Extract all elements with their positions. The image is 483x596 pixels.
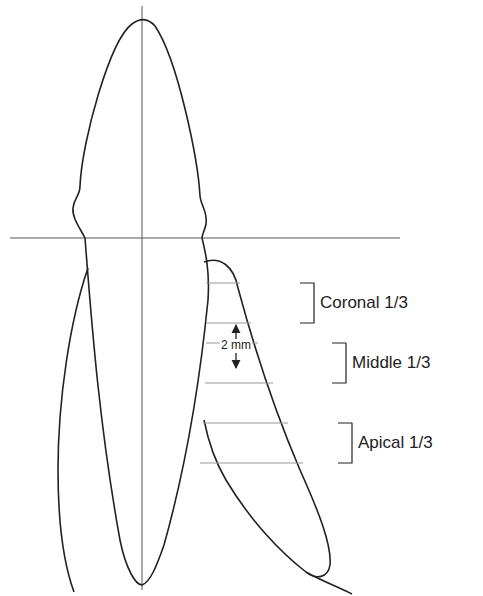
- defect-outline: [204, 260, 330, 576]
- crown-outline: [73, 20, 206, 238]
- dimension-label: 2 mm: [220, 339, 252, 352]
- zone-label: Apical 1/3: [358, 434, 433, 453]
- zone-label: Coronal 1/3: [320, 294, 408, 313]
- root-outline: [85, 238, 208, 585]
- bracket: [338, 423, 352, 463]
- level-lines: [200, 283, 303, 463]
- cej-line: [10, 238, 400, 239]
- bone-outline-right: [306, 572, 352, 594]
- long-axis: [142, 6, 143, 590]
- bracket: [300, 283, 314, 323]
- bone-outline: [58, 268, 88, 592]
- bracket: [332, 343, 346, 383]
- zone-label: Middle 1/3: [352, 354, 430, 373]
